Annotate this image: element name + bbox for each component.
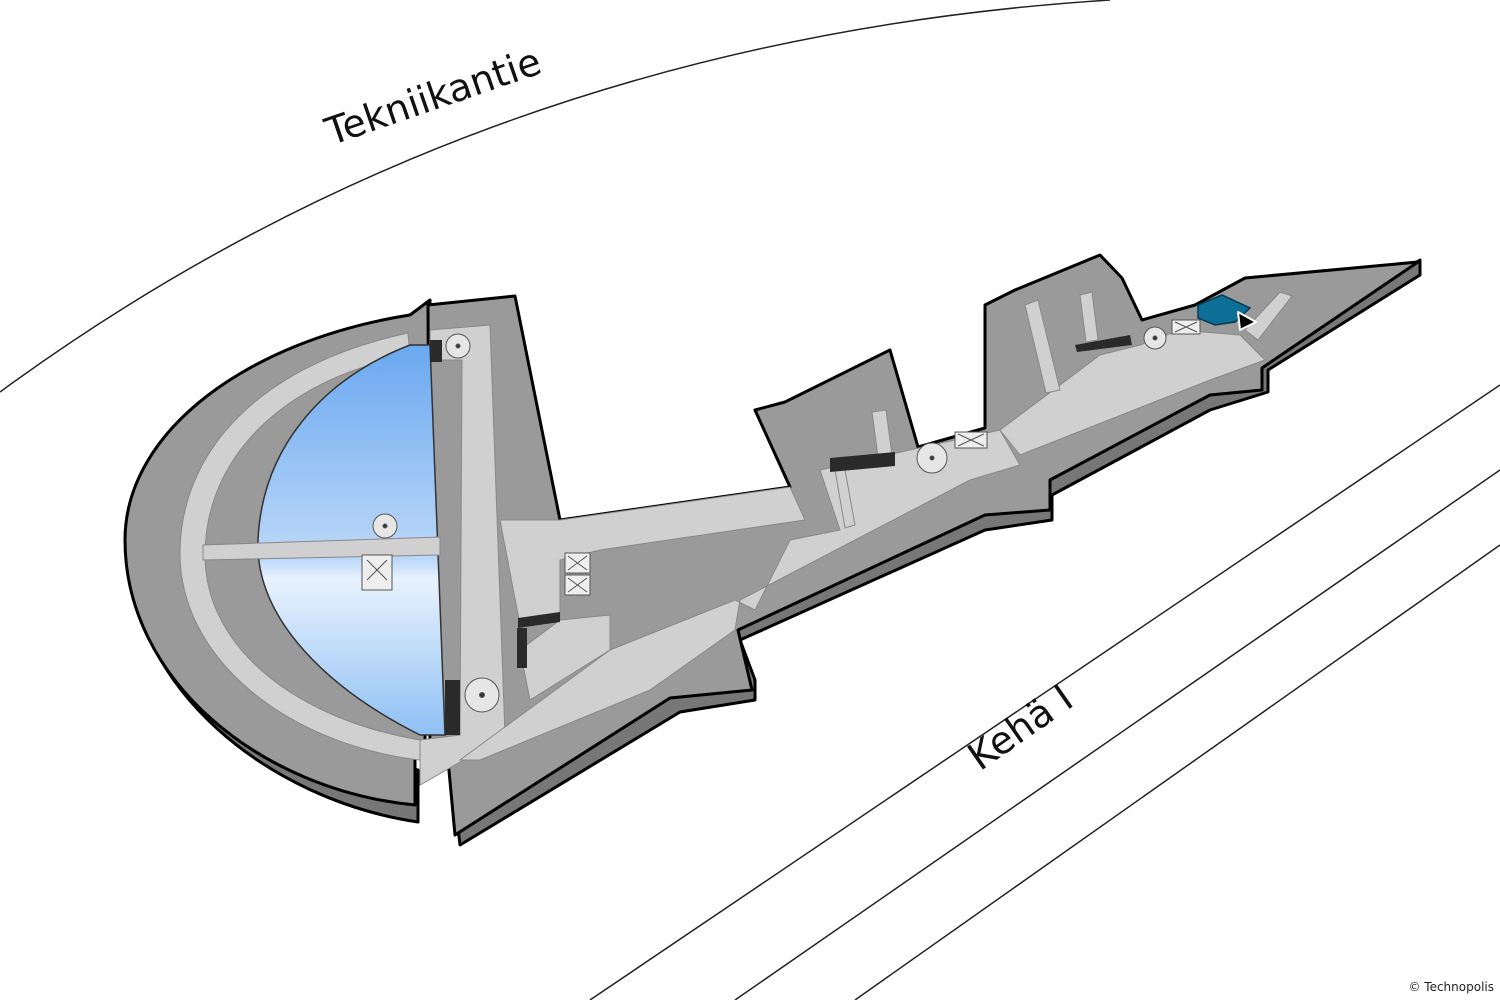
elevator-icon [954, 431, 988, 449]
stairs-icon [372, 513, 398, 539]
elevator-icon [564, 574, 591, 596]
road-keha-line [734, 469, 1500, 1000]
stairs-icon [464, 677, 500, 713]
road-tekniikantie [0, 0, 1111, 393]
road-keha-line [589, 384, 1500, 1000]
elevator-icon [564, 552, 591, 574]
copyright-notice: © Technopolis [1408, 980, 1494, 994]
elevator-icon [1171, 319, 1201, 335]
atrium-bridge [202, 536, 441, 561]
elevator-icon [361, 554, 393, 591]
road-keha-line [854, 544, 1500, 1000]
stairs-icons [372, 326, 1167, 713]
elevator-icons [361, 319, 1201, 596]
stairs-icon [445, 333, 471, 359]
stairs-icon [916, 442, 948, 474]
highlighted-room [1197, 294, 1252, 326]
service-blocks [430, 335, 1132, 735]
stairs-icon [1143, 326, 1167, 350]
location-marker-icon[interactable] [1237, 311, 1257, 331]
